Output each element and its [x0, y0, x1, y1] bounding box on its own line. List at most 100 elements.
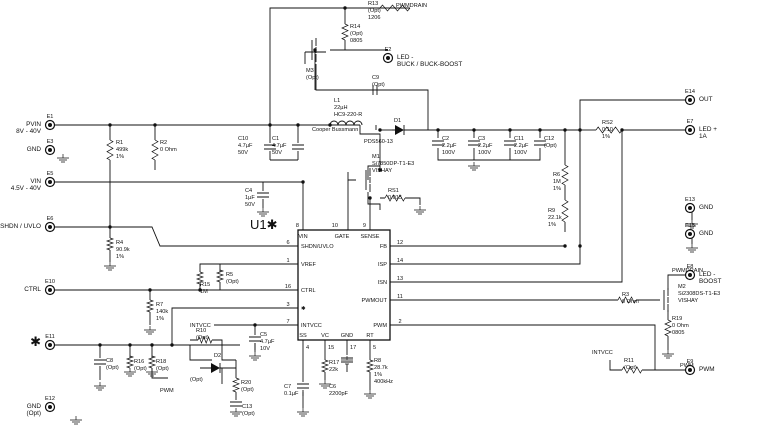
resistor-text: R7 — [156, 302, 163, 308]
junction-dot — [620, 128, 624, 132]
resistor-text: R18 — [156, 359, 166, 365]
capacitor-text: (Opt) — [242, 411, 255, 417]
resistor-text: R5 — [226, 272, 233, 278]
capacitor-text: C7 — [284, 384, 291, 390]
resistor-symbol — [105, 237, 115, 251]
capacitor-text: 50V — [272, 150, 282, 156]
part-text: VISHAY — [678, 298, 698, 304]
resistor-text: R14 — [350, 24, 360, 30]
terminal-label: ✱ — [30, 334, 41, 349]
resistor-text: 1% — [374, 372, 382, 378]
junction-dot — [436, 128, 440, 132]
capacitor-c7: C70.1µF — [284, 384, 299, 397]
resistor-text: R11 — [624, 358, 634, 364]
terminal-id: E15 — [685, 223, 695, 229]
terminal-label: GND — [27, 403, 42, 410]
net-label-pwm-left: PWM — [160, 388, 174, 394]
resistor-r2: R20 Ohm — [160, 140, 177, 153]
capacitor-text: 0.1µF — [284, 391, 299, 397]
pin-name: GND — [341, 333, 353, 339]
capacitor-text: 100V — [478, 150, 491, 156]
part-text: Cooper Bussmann — [312, 127, 358, 133]
junction-dot — [170, 343, 174, 347]
junction-dot — [296, 123, 300, 127]
resistor-text: (Opt) — [241, 387, 254, 393]
mosfet-symbol — [663, 288, 669, 312]
terminal-label: OUT — [699, 96, 713, 103]
net-label-intvcc-b: INTVCC — [592, 350, 613, 356]
pin-name: ISP — [378, 262, 387, 268]
capacitor-text: C3 — [478, 136, 485, 142]
pin-number: 12 — [397, 240, 403, 246]
terminal-label: SHDN / UVLO — [0, 223, 41, 230]
resistor-text: 0 Ohm — [672, 323, 689, 329]
terminal-center — [48, 148, 52, 152]
junction-dot — [301, 180, 305, 184]
resistor-symbol — [151, 139, 159, 161]
part-text: Si7850DP-T1-E3 — [372, 161, 414, 167]
resistor-text: 0 Ohm — [622, 299, 639, 305]
pin-number: 7 — [286, 319, 289, 325]
terminal-sub: (Opt) — [26, 410, 41, 417]
part-text: Si2308DS-T1-E3 — [678, 291, 720, 297]
capacitor-text: 4.7µF — [260, 339, 275, 345]
resistor-symbol — [106, 139, 114, 161]
pin-name: SHDN/UVLO — [301, 244, 334, 250]
resistor-text: (Opt) — [350, 31, 363, 37]
part-text: (Opt) — [306, 75, 319, 81]
capacitor-text: 2200pF — [329, 391, 349, 397]
resistor-r16: R16(Opt) — [134, 359, 147, 372]
resistor-symbol — [232, 377, 240, 393]
junction-dot — [98, 343, 102, 347]
junction-dot — [378, 168, 382, 172]
terminal-label: LED - — [397, 54, 413, 61]
resistor-text: R6 — [553, 172, 560, 178]
resistor-symbol — [195, 271, 205, 285]
resistor-r10: R10(Opt) — [196, 328, 209, 341]
resistor-text: (Opt) — [624, 365, 637, 371]
ground-symbol — [364, 390, 376, 399]
capacitor-text: 2.2µF — [514, 143, 529, 149]
terminal-label: VIN — [30, 178, 41, 185]
pin-number: 4 — [306, 345, 309, 351]
terminal-label: GND — [699, 204, 714, 211]
diode-symbol — [395, 125, 404, 135]
junction-dot — [343, 6, 347, 10]
terminal-center — [48, 343, 52, 347]
capacitor-symbol — [468, 140, 480, 146]
capacitor-text: C12 — [544, 136, 554, 142]
resistor-text: 22.1k — [548, 215, 562, 221]
terminal-sub: BOOST — [699, 278, 721, 285]
pin-number: 16 — [285, 284, 291, 290]
terminal-id: E1 — [47, 114, 54, 120]
junction-dot — [578, 128, 582, 132]
ground-symbol — [468, 162, 480, 171]
capacitor-c8: C8(Opt) — [106, 358, 119, 371]
pin-name: FB — [380, 244, 387, 250]
resistor-text: 1% — [602, 134, 610, 140]
resistor-symbol — [561, 199, 569, 223]
resistor-r3: R30 Ohm — [622, 292, 639, 305]
resistor-text: 0.015 — [388, 195, 402, 201]
capacitor-c13: C13(Opt) — [242, 404, 255, 417]
resistor-text: R4 — [116, 240, 123, 246]
junction-dot — [378, 128, 382, 132]
chip-name: U1✱ — [250, 217, 278, 232]
